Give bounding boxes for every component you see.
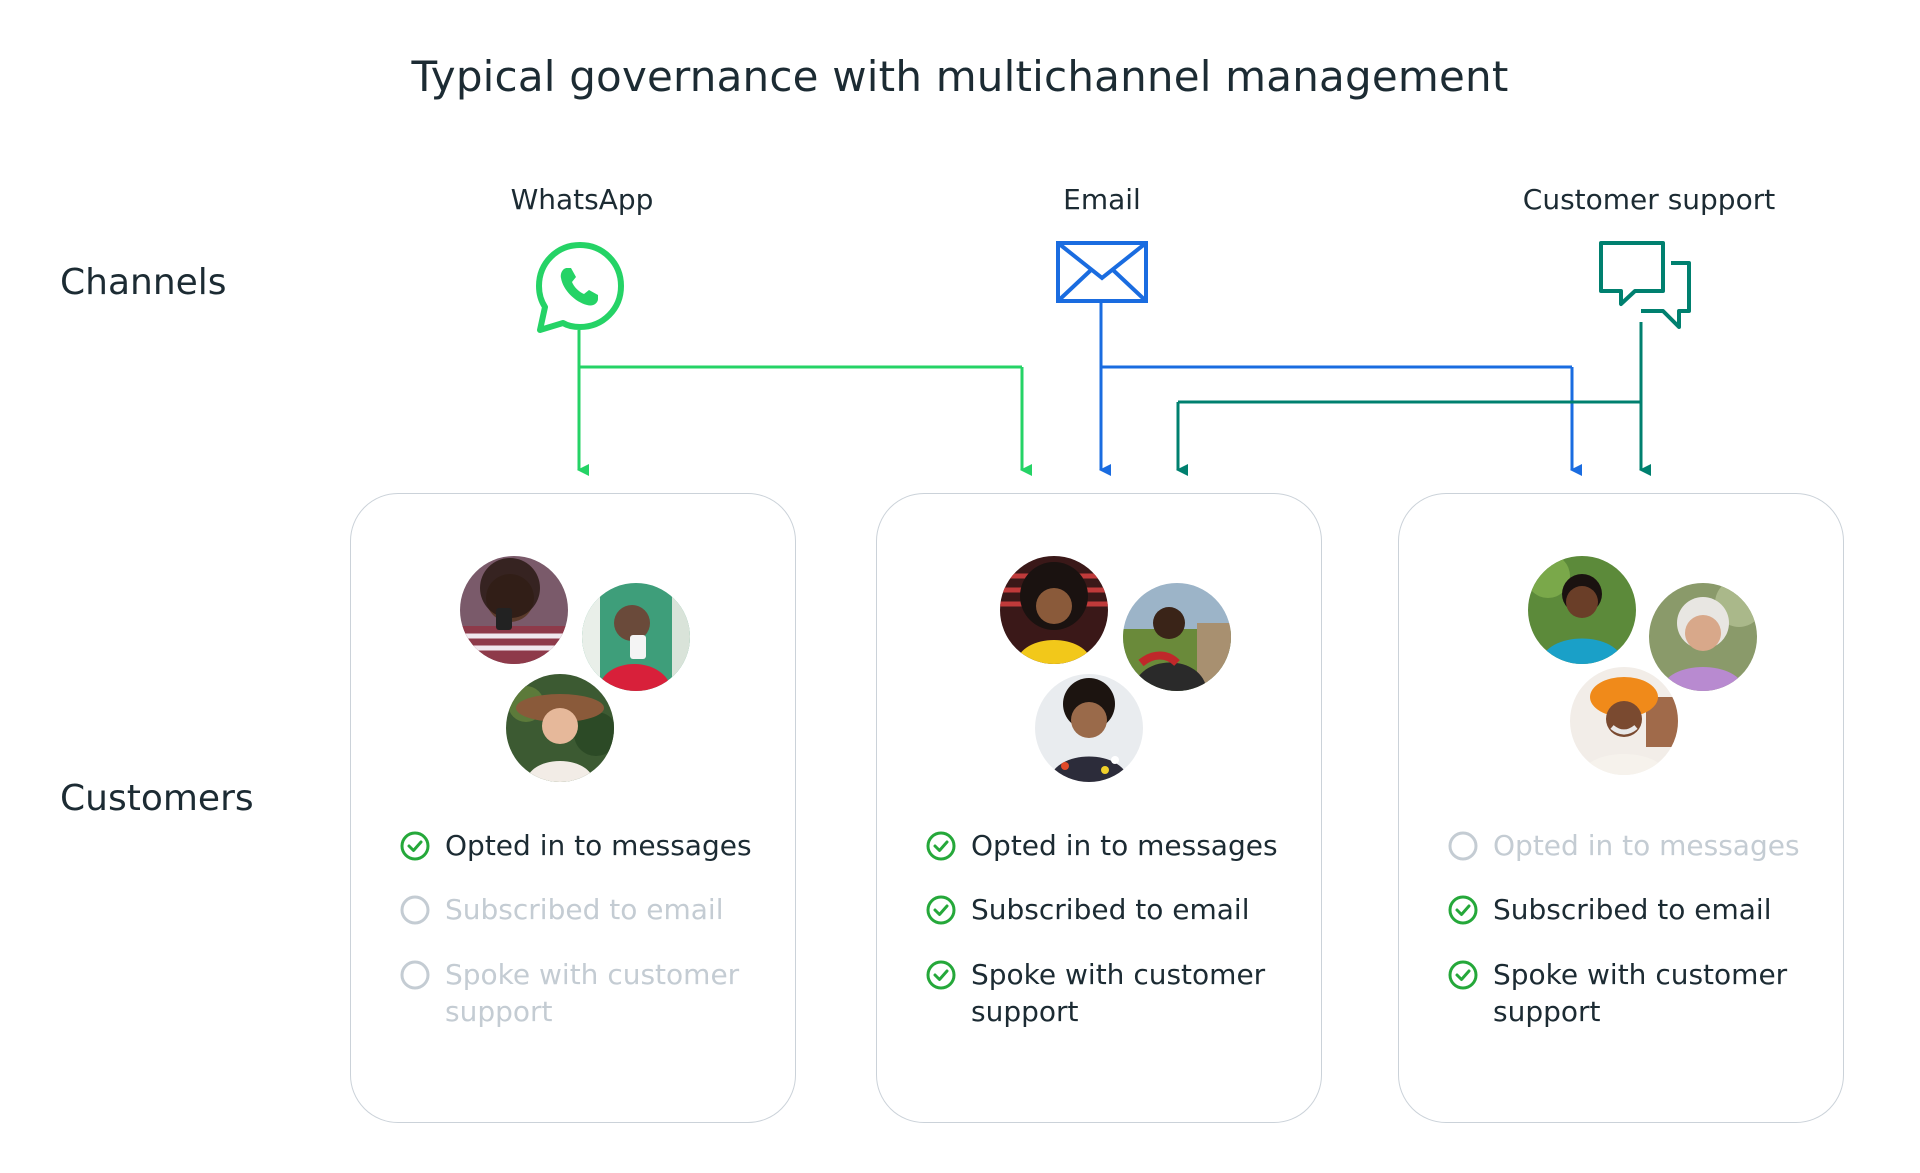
empty-circle-icon	[400, 960, 430, 990]
customer-card-2: Opted in to messages Subscribed to email…	[876, 493, 1322, 1123]
status-item-opted-in: Opted in to messages	[399, 827, 779, 864]
customer-card-1: Opted in to messages Subscribed to email…	[350, 493, 796, 1123]
channel-label-email: Email	[1063, 183, 1141, 216]
status-item-opted-in: Opted in to messages	[925, 827, 1305, 864]
check-circle-icon	[926, 831, 956, 861]
avatar	[1567, 664, 1681, 778]
empty-circle-icon	[400, 895, 430, 925]
email-connector-trunk	[1099, 300, 1572, 369]
check-circle-icon	[400, 831, 430, 861]
check-circle-icon	[926, 960, 956, 990]
avatar	[579, 580, 693, 694]
avatar	[1525, 553, 1639, 667]
check-circle-icon	[926, 895, 956, 925]
avatar	[997, 553, 1111, 667]
customer-card-3: Opted in to messages Subscribed to email…	[1398, 493, 1844, 1123]
avatar	[503, 671, 617, 785]
status-item-spoke-support: Spoke with customer support	[1447, 956, 1827, 1030]
avatar	[1120, 580, 1234, 694]
row-label-customers: Customers	[60, 778, 254, 819]
status-item-spoke-support: Spoke with customer support	[399, 956, 779, 1030]
chat-bubbles-icon	[1599, 241, 1691, 329]
whatsapp-icon	[536, 242, 624, 333]
diagram-title: Typical governance with multichannel man…	[411, 52, 1509, 101]
status-item-subscribed-email: Subscribed to email	[1447, 891, 1827, 928]
status-item-subscribed-email: Subscribed to email	[925, 891, 1305, 928]
status-item-spoke-support: Spoke with customer support	[925, 956, 1305, 1030]
check-circle-icon	[1448, 960, 1478, 990]
status-item-opted-in: Opted in to messages	[1447, 827, 1827, 864]
channel-label-whatsapp: WhatsApp	[510, 183, 654, 216]
avatar	[1032, 671, 1146, 785]
envelope-icon	[1056, 241, 1148, 303]
status-item-subscribed-email: Subscribed to email	[399, 891, 779, 928]
check-circle-icon	[1448, 895, 1478, 925]
row-label-channels: Channels	[60, 262, 227, 303]
avatar	[1646, 580, 1760, 694]
empty-circle-icon	[1448, 831, 1478, 861]
whatsapp-connector-trunk	[577, 330, 1022, 369]
avatar	[457, 553, 571, 667]
channel-label-customer-support: Customer support	[1522, 183, 1776, 216]
